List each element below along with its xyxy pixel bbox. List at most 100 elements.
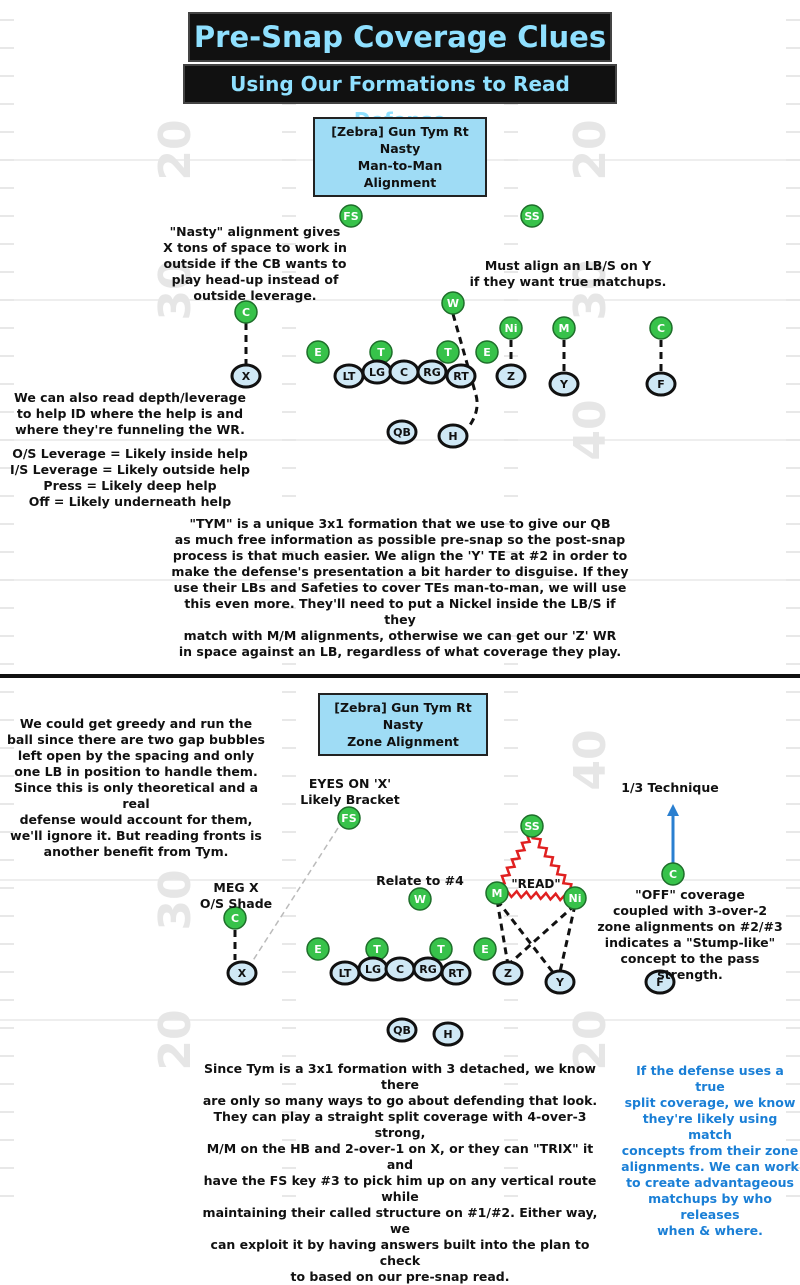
bottom-defender-m-label: M bbox=[492, 887, 503, 900]
top-defender-w bbox=[441, 291, 465, 315]
leverage-os: O/S Leverage = Likely inside help bbox=[12, 446, 248, 461]
bottom-defender-m bbox=[485, 881, 509, 905]
top-offense-lt-label: LT bbox=[343, 370, 356, 383]
top-offense-qb-label: QB bbox=[393, 426, 411, 439]
fs-read-line bbox=[251, 827, 339, 963]
bottom-defender-e-label: E bbox=[314, 943, 322, 956]
yard-number: 20 bbox=[150, 119, 201, 180]
bottom-defender-ni-label: Ni bbox=[569, 892, 582, 905]
bottom-offense-f-label: F bbox=[656, 976, 664, 989]
top-offense-c-label: C bbox=[400, 366, 408, 379]
yard-number: 40 bbox=[565, 399, 616, 460]
bottom-defender-w-label: W bbox=[414, 893, 426, 906]
top-offense-z bbox=[495, 363, 527, 389]
top-defender-w-label: W bbox=[447, 297, 459, 310]
top-offense-rt-label: RT bbox=[453, 370, 469, 383]
bottom-offense-h bbox=[432, 1021, 464, 1047]
bottom-defender-e-label: E bbox=[481, 943, 489, 956]
yard-number: 20 bbox=[150, 1009, 201, 1070]
bottom-offense-x-label: X bbox=[238, 967, 247, 980]
top-offense-qb bbox=[386, 419, 418, 445]
bottom-defender-ss-label: SS bbox=[524, 820, 539, 833]
yard-number: 30 bbox=[150, 869, 201, 930]
page-title: Pre-Snap Coverage Clues bbox=[188, 12, 612, 62]
top-defender-t-label: T bbox=[444, 346, 452, 359]
bottom-offense-qb bbox=[386, 1017, 418, 1043]
bottom-offense-lg-label: LG bbox=[365, 963, 381, 976]
bottom-defender-e bbox=[306, 937, 330, 961]
bottom-defender-fs-label: FS bbox=[341, 812, 357, 825]
top-offense-z-label: Z bbox=[507, 370, 515, 383]
top-defender-m-label: M bbox=[559, 322, 570, 335]
w-man-line bbox=[451, 313, 478, 396]
top-defender-fs bbox=[339, 204, 363, 228]
bottom-defender-t bbox=[429, 937, 453, 961]
bottom-play-name: [Zebra] Gun Tym Rt Nasty bbox=[334, 700, 472, 732]
bottom-offense-qb-label: QB bbox=[393, 1024, 411, 1037]
top-offense-rg-label: RG bbox=[423, 366, 441, 379]
bottom-offense-rt bbox=[440, 960, 472, 986]
yard-number: 30 bbox=[565, 259, 616, 320]
bottom-defender-c-label: C bbox=[669, 868, 677, 881]
nasty-note: "Nasty" alignment gives X tons of space … bbox=[163, 224, 347, 303]
yard-number: 40 bbox=[565, 729, 616, 790]
yard-number: 20 bbox=[565, 1009, 616, 1070]
bottom-play-box: [Zebra] Gun Tym Rt Nasty Zone Alignment bbox=[318, 693, 488, 756]
top-play-name: [Zebra] Gun Tym Rt Nasty bbox=[331, 124, 469, 156]
top-play-alignment: Man-to-Man Alignment bbox=[357, 158, 443, 190]
bottom-defender-ss bbox=[520, 814, 544, 838]
leverage-is: I/S Leverage = Likely outside help bbox=[10, 462, 250, 477]
bottom-defender-w bbox=[408, 887, 432, 911]
leverage-off: Off = Likely underneath help bbox=[28, 494, 232, 509]
top-defender-ni-label: Ni bbox=[505, 322, 518, 335]
top-defender-ss bbox=[520, 204, 544, 228]
page-subtitle: Using Our Formations to Read Defense bbox=[183, 64, 617, 132]
bottom-offense-c-label: C bbox=[396, 963, 404, 976]
m-zone-line-1 bbox=[495, 899, 510, 966]
bottom-defender-e bbox=[473, 937, 497, 961]
top-defender-e-label: E bbox=[483, 346, 491, 359]
bottom-offense-x bbox=[226, 960, 258, 986]
top-defender-t-label: T bbox=[377, 346, 385, 359]
bottom-defender-t-label: T bbox=[373, 943, 381, 956]
greedy-note: We could get greedy and run the ball sin… bbox=[6, 716, 266, 859]
bottom-offense-f bbox=[644, 969, 676, 995]
depth-leverage-note: We can also read depth/leverage to help … bbox=[14, 390, 246, 437]
top-offense-y-label: Y bbox=[559, 378, 569, 391]
top-defender-c-label: C bbox=[657, 322, 665, 335]
read-zigzag-left bbox=[495, 830, 533, 891]
top-offense-f-label: F bbox=[657, 378, 665, 391]
w-man-line-lower bbox=[468, 394, 479, 426]
read-zigzag-bottom bbox=[496, 888, 576, 903]
read-label: "READ" bbox=[511, 877, 560, 891]
bottom-defender-fs bbox=[337, 806, 361, 830]
top-defender-e-label: E bbox=[314, 346, 322, 359]
bottom-offense-y-label: Y bbox=[555, 976, 565, 989]
top-defender-c-label: C bbox=[242, 306, 250, 319]
top-offense-rt bbox=[445, 363, 477, 389]
m-zone-line-2 bbox=[495, 899, 557, 976]
bottom-offense-rt-label: RT bbox=[448, 967, 464, 980]
yard-number: 20 bbox=[565, 119, 616, 180]
deep-third-arrowhead bbox=[667, 804, 679, 816]
split-coverage-note: Since Tym is a 3x1 formation with 3 deta… bbox=[202, 1061, 598, 1284]
bottom-defender-t-label: T bbox=[437, 943, 445, 956]
bottom-offense-z bbox=[492, 960, 524, 986]
meg-x-note: MEG X O/S Shade bbox=[199, 880, 273, 911]
top-defender-ss-label: SS bbox=[524, 210, 539, 223]
bottom-offense-rg-label: RG bbox=[419, 963, 437, 976]
top-offense-lg-label: LG bbox=[369, 366, 385, 379]
section-divider bbox=[0, 674, 800, 678]
match-concepts-note: If the defense uses a true split coverag… bbox=[621, 1063, 799, 1238]
bottom-defender-ni bbox=[563, 886, 587, 910]
read-zigzag-right bbox=[530, 831, 576, 897]
lbs-note: Must align an LB/S on Y if they want tru… bbox=[469, 258, 667, 289]
relate-note: Relate to #4 bbox=[376, 873, 464, 888]
top-defender-m bbox=[552, 316, 576, 340]
bottom-play-alignment: Zone Alignment bbox=[347, 734, 459, 749]
bottom-offense-lt-label: LT bbox=[339, 967, 352, 980]
tym-note: "TYM" is a unique 3x1 formation that we … bbox=[171, 516, 629, 659]
eyes-on-x-note: EYES ON 'X' Likely Bracket bbox=[300, 776, 400, 807]
